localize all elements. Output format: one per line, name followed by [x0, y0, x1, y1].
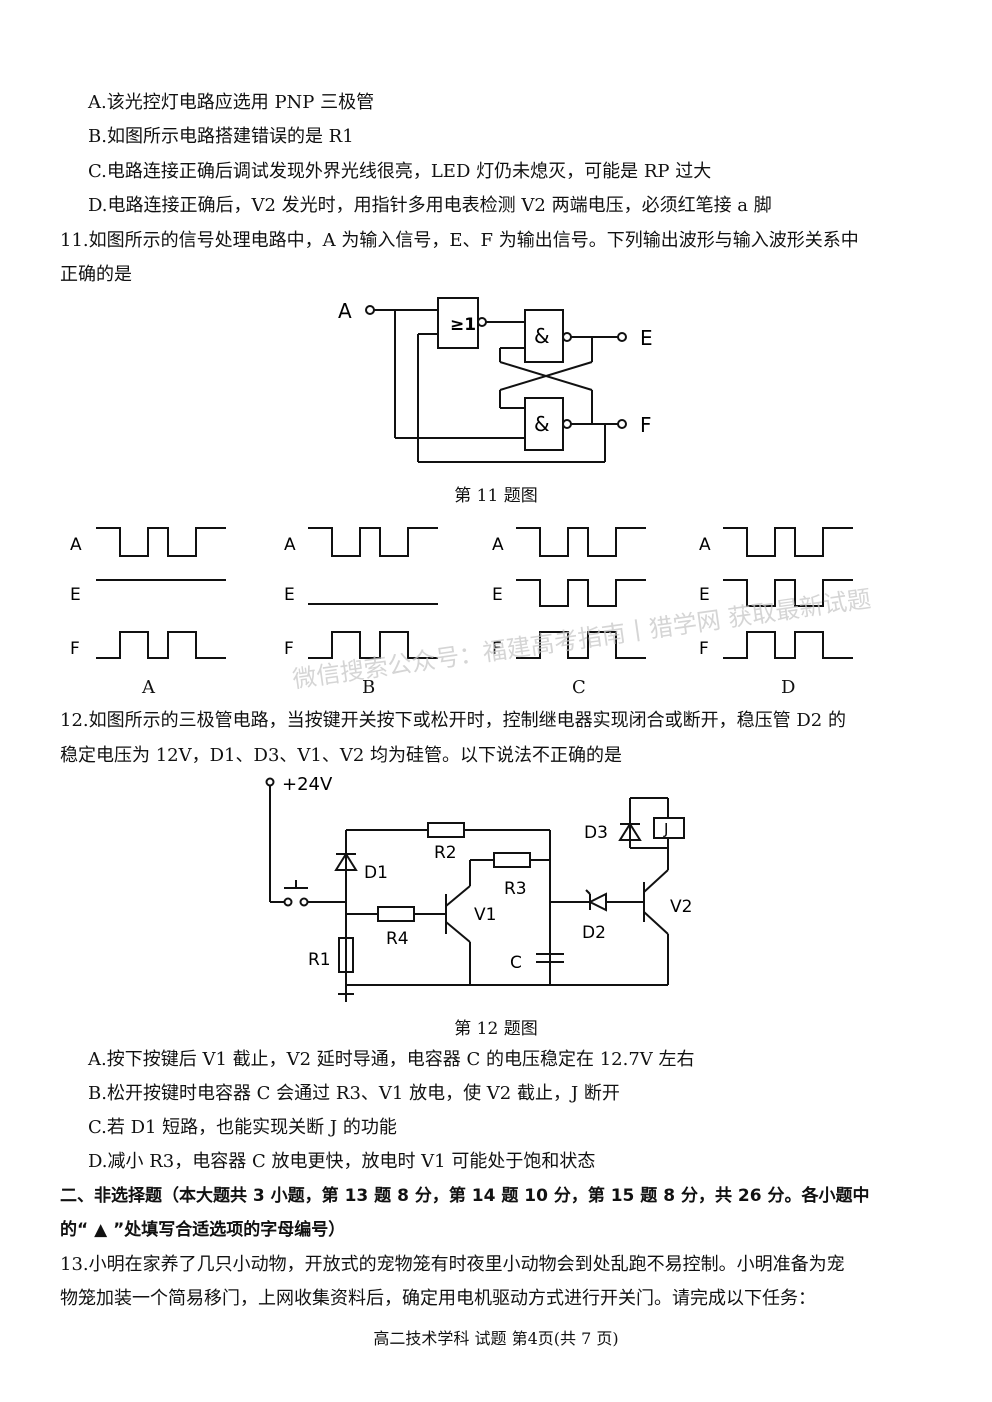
q11-logic-circuit: A ≥1 & & E F [338, 297, 653, 463]
relay-j-label: J [663, 820, 668, 838]
wave-a-label: A [699, 535, 711, 555]
and-gate-upper-label: & [534, 324, 550, 348]
wave-e-label: E [492, 585, 503, 605]
q11-waveform-option-d: A E F [699, 527, 853, 659]
q11-choice-c: C [572, 677, 586, 698]
and-gate-lower-label: & [534, 412, 550, 436]
q12-option-d: D.减小 R3，电容器 C 放电更快，放电时 V1 可能处于饱和状态 [88, 1151, 596, 1172]
wave-e-label: E [699, 585, 710, 605]
r2-label: R2 [434, 843, 457, 863]
q11-choice-b: B [362, 677, 376, 698]
wave-a-label: A [284, 535, 296, 555]
q11-waveform-option-c: A E F [492, 527, 646, 659]
q12-option-b: B.松开按键时电容器 C 会通过 R3、V1 放电，使 V2 截止，J 断开 [88, 1083, 620, 1104]
q11-output-f-label: F [640, 413, 652, 437]
section2-heading: 二、非选择题（本大题共 3 小题，第 13 题 8 分，第 14 题 10 分，… [60, 1186, 870, 1206]
q11-figure-caption: 第 11 题图 [454, 486, 538, 506]
q12-transistor-circuit: +24V D1 R2 R3 R4 R1 V1 C D2 V2 D3 J [265, 774, 692, 1002]
r3-label: R3 [504, 879, 527, 899]
d1-label: D1 [364, 863, 388, 883]
q10-option-a: A.该光控灯电路应选用 PNP 三极管 [88, 92, 375, 113]
wave-e-label: E [70, 585, 81, 605]
q12-stem: 12.如图所示的三极管电路，当按键开关按下或松开时，控制继电器实现闭合或断开，稳… [60, 710, 846, 731]
q12-option-a: A.按下按键后 V1 截止，V2 延时导通，电容器 C 的电压稳定在 12.7V… [88, 1049, 695, 1070]
q12-stem-cont: 稳定电压为 12V，D1、D3、V1、V2 均为硅管。以下说法不正确的是 [60, 745, 623, 766]
c-label: C [510, 953, 522, 973]
q11-output-e-label: E [640, 326, 653, 350]
q12-figure-caption: 第 12 题图 [454, 1019, 538, 1039]
wave-f-label: F [492, 639, 502, 659]
v2-label: V2 [670, 897, 692, 917]
page-footer: 高二技术学科 试题 第4页(共 7 页) [373, 1329, 619, 1348]
q11-choice-d: D [781, 677, 796, 698]
wave-f-label: F [699, 639, 709, 659]
q13-stem: 13.小明在家养了几只小动物，开放式的宠物笼有时夜里小动物会到处乱跑不易控制。小… [60, 1254, 845, 1275]
q11-stem-cont: 正确的是 [60, 264, 132, 285]
wave-f-label: F [70, 639, 80, 659]
q11-stem: 11.如图所示的信号处理电路中，A 为输入信号，E、F 为输出信号。下列输出波形… [60, 230, 859, 251]
v1-label: V1 [474, 905, 496, 925]
wave-e-label: E [284, 585, 295, 605]
vcc-label: +24V [282, 774, 333, 795]
q10-option-b: B.如图所示电路搭建错误的是 R1 [88, 126, 354, 147]
q10-option-d: D.电路连接正确后，V2 发光时，用指针多用电表检测 V2 两端电压，必须红笔接… [88, 195, 772, 216]
d3-label: D3 [584, 823, 608, 843]
wave-a-label: A [492, 535, 504, 555]
r1-label: R1 [308, 950, 331, 970]
q13-stem-cont: 物笼加装一个简易移门，上网收集资料后，确定用电机驱动方式进行开关门。请完成以下任… [60, 1288, 816, 1309]
d2-label: D2 [582, 923, 606, 943]
wave-a-label: A [70, 535, 82, 555]
q11-waveform-option-a: A E F [70, 527, 226, 659]
wave-f-label: F [284, 639, 294, 659]
r4-label: R4 [386, 929, 409, 949]
q11-choice-a: A [142, 677, 155, 698]
q12-option-c: C.若 D1 短路，也能实现关断 J 的功能 [88, 1117, 397, 1138]
q11-input-label: A [338, 299, 352, 323]
section2-heading-cont: 的“ ▲ ”处填写合适选项的字母编号） [60, 1220, 346, 1240]
q10-option-c: C.电路连接正确后调试发现外界光线很亮，LED 灯仍未熄灭，可能是 RP 过大 [88, 161, 712, 182]
q11-waveform-option-b: A E F [284, 527, 438, 659]
nor-gate-label: ≥1 [450, 315, 476, 335]
